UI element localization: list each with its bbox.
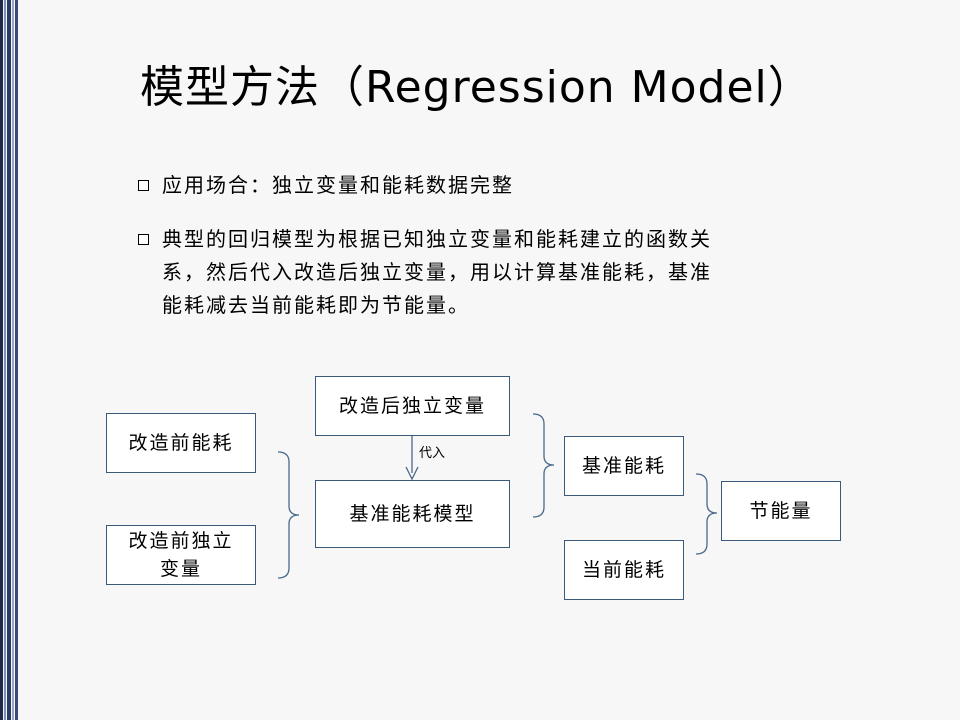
node-pre-energy-label: 改造前能耗	[128, 432, 234, 454]
node-baseline-model-label: 基准能耗模型	[349, 503, 476, 525]
node-current-energy-label: 当前能耗	[581, 559, 666, 581]
arrow-down-icon	[405, 466, 419, 481]
bullet-square-icon	[138, 234, 149, 245]
node-current-energy: 当前能耗	[564, 540, 684, 600]
brace-left	[277, 451, 300, 579]
bullet-square-icon	[138, 180, 149, 191]
edge-label-substitute: 代入	[419, 446, 446, 461]
node-baseline-model: 基准能耗模型	[315, 480, 510, 548]
node-pre-variable: 改造前独立 变量	[106, 525, 256, 585]
node-post-variable-label: 改造后独立变量	[338, 395, 486, 417]
node-post-variable: 改造后独立变量	[315, 376, 510, 436]
bullet-2-line-3: 能耗减去当前能耗即为节能量。	[162, 293, 470, 317]
brace-right	[695, 473, 718, 555]
node-energy-savings: 节能量	[721, 481, 841, 541]
slide-title: 模型方法（Regression Model）	[140, 62, 813, 113]
bullet-1-line-1: 应用场合：独立变量和能耗数据完整	[162, 173, 514, 197]
node-baseline-energy: 基准能耗	[564, 436, 684, 496]
bullet-2-line-1: 典型的回归模型为根据已知独立变量和能耗建立的函数关	[162, 227, 712, 251]
node-baseline-energy-label: 基准能耗	[581, 455, 666, 477]
node-pre-energy: 改造前能耗	[106, 413, 256, 473]
bullet-2-line-2: 系，然后代入改造后独立变量，用以计算基准能耗，基准	[162, 260, 712, 284]
node-pre-variable-label-2: 变量	[159, 558, 202, 580]
node-energy-savings-label: 节能量	[749, 500, 813, 522]
brace-middle	[532, 413, 555, 518]
left-stripe-decoration	[0, 0, 20, 720]
node-pre-variable-label-1: 改造前独立	[128, 530, 234, 552]
